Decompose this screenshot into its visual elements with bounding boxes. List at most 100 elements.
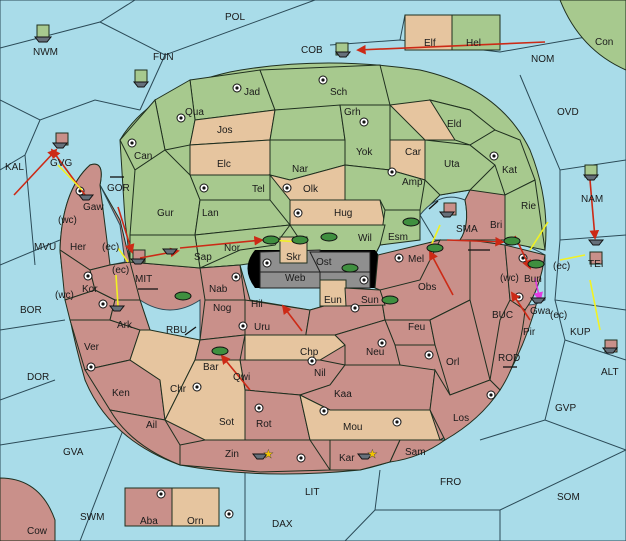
territory-label-Yok: Yok [356, 147, 373, 158]
coast-label: (wc) [55, 290, 74, 301]
supply-center-icon [293, 208, 303, 218]
territory-label-Sap: Sap [194, 252, 212, 263]
territory-Sam[interactable] [389, 439, 447, 463]
supply-center-icon [176, 113, 186, 123]
supply-center-icon [359, 275, 369, 285]
territory-label-Eun: Eun [324, 295, 342, 306]
territory-label-Lan: Lan [202, 208, 219, 219]
territory-Sun[interactable] [344, 287, 386, 307]
territory-label-Neu: Neu [366, 347, 384, 358]
territory-label-Ail: Ail [146, 420, 157, 431]
army-unit-icon [174, 291, 192, 301]
territory-label-Ken: Ken [112, 388, 130, 399]
territory-label-Obs: Obs [418, 282, 436, 293]
territory-label-Web: Web [285, 273, 306, 284]
territory-label-SMA: SMA [456, 224, 478, 235]
supply-center-icon [224, 509, 234, 519]
territory-label-NWM: NWM [33, 47, 58, 58]
territory-label-Bar: Bar [203, 362, 219, 373]
territory-label-Qwi: Qwi [233, 372, 250, 383]
territory-label-Hil: Hil [251, 299, 263, 310]
territory-label-Cow: Cow [27, 526, 48, 537]
territory-Sch[interactable] [259, 64, 391, 111]
territory-label-Esm: Esm [388, 232, 408, 243]
territory-label-OVD: OVD [557, 107, 579, 118]
territory-label-Nab: Nab [209, 284, 228, 295]
territory-Mel[interactable] [374, 239, 441, 291]
fleet-unit-icon [33, 36, 53, 43]
territory-label-Ark: Ark [117, 320, 133, 331]
territory-label-Jos: Jos [217, 125, 233, 136]
fleet-unit-icon [438, 211, 456, 218]
supply-center-icon [238, 321, 248, 331]
south-territories [59, 163, 546, 473]
army-unit-icon [262, 235, 280, 245]
territory-label-Grh: Grh [344, 107, 361, 118]
territory-label-Mou: Mou [343, 422, 362, 433]
territory-Orn[interactable] [171, 487, 220, 527]
territory-label-KUP: KUP [570, 327, 591, 338]
army-unit-icon [291, 235, 309, 245]
territory-label-Pir: Pir [523, 327, 536, 338]
fleet-unit-icon [108, 305, 126, 312]
territory-label-Orl: Orl [446, 357, 459, 368]
territory-label-Uta: Uta [444, 159, 460, 170]
marker-NWM [36, 24, 50, 38]
territory-label-Con: Con [595, 37, 613, 48]
territory-label-Bri: Bri [490, 220, 502, 231]
territory-label-FUN: FUN [153, 52, 174, 63]
territory-label-TEI: TEI [588, 259, 604, 270]
territory-label-Zin: Zin [225, 449, 239, 460]
territory-Bri[interactable] [459, 189, 506, 241]
supply-center-icon [86, 362, 96, 372]
territory-label-Car: Car [405, 147, 422, 158]
territory-label-Qua: Qua [185, 107, 204, 118]
territory-label-Chp: Chp [300, 347, 319, 358]
territory-label-Nog: Nog [213, 303, 231, 314]
territory-label-Ver: Ver [84, 342, 100, 353]
fleet-unit-icon [582, 174, 600, 181]
territory-label-Hel: Hel [466, 38, 481, 49]
territory-Gaw[interactable] [59, 163, 111, 271]
fleet-unit-icon [129, 258, 147, 265]
territory-label-Gur: Gur [157, 208, 174, 219]
army-unit-icon [503, 236, 521, 246]
supply-center-icon [392, 417, 402, 427]
territory-label-Rie: Rie [521, 201, 536, 212]
territory-label-Her: Her [70, 242, 87, 253]
fleet-unit-icon [51, 142, 69, 149]
territory-label-Kor: Kor [82, 284, 98, 295]
fleet-unit-icon [601, 347, 619, 354]
supply-center-icon [83, 271, 93, 281]
territory-label-NOM: NOM [531, 54, 554, 65]
territory-label-FRO: FRO [440, 477, 461, 488]
fleet-units [33, 36, 619, 460]
route-indicators [110, 176, 517, 368]
supply-center-icon [486, 390, 496, 400]
supply-center-icon [307, 356, 317, 366]
territory-label-Los: Los [453, 413, 469, 424]
fleet-unit-icon [334, 51, 352, 58]
supply-center-icon [262, 258, 272, 268]
territory-label-Orn: Orn [187, 516, 204, 527]
territory-label-Mel: Mel [408, 254, 424, 265]
territory-label-Skr: Skr [286, 252, 302, 263]
supply-center-icon [377, 338, 387, 348]
territory-label-Elf: Elf [424, 38, 436, 49]
supply-center-icon [127, 138, 137, 148]
army-unit-icon [402, 217, 420, 227]
territory-label-DOR: DOR [27, 372, 49, 383]
territory-Cow[interactable] [0, 477, 56, 541]
territory-Elf[interactable] [404, 14, 453, 51]
territory-Grh[interactable] [269, 104, 346, 141]
territory-label-Wil: Wil [358, 233, 372, 244]
territory-label-Elc: Elc [217, 159, 231, 170]
coast-label: (ec) [553, 261, 570, 272]
coast-label: (ec) [550, 310, 567, 321]
territory-label-SWM: SWM [80, 512, 104, 523]
territory-label-Ost: Ost [316, 257, 332, 268]
territory-label-BOR: BOR [20, 305, 42, 316]
supply-center-icon [232, 83, 242, 93]
